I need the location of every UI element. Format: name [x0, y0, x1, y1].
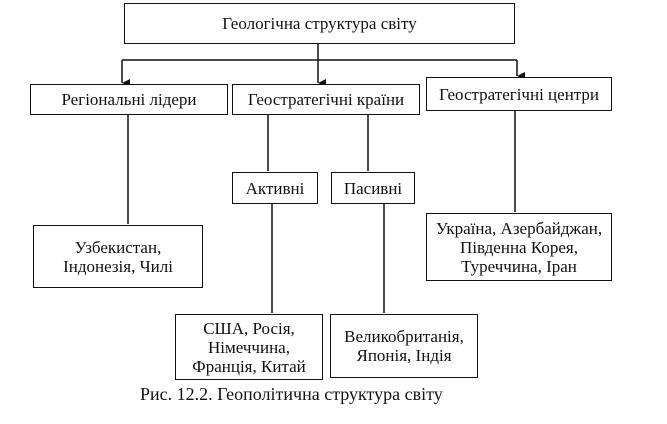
geostrategic-centers-box: Геостратегічні центри	[426, 77, 612, 111]
passive-box: Пасивні	[331, 172, 415, 204]
root-label: Геологічна структура світу	[222, 14, 417, 33]
list-item: Індонезія, Чилі	[63, 256, 173, 276]
root-box: Геологічна структура світу	[124, 3, 515, 44]
regional-leaders-box: Регіональні лідери	[30, 84, 228, 115]
active-box: Активні	[232, 172, 318, 204]
regional-leaders-label: Регіональні лідери	[61, 90, 197, 109]
geostrategic-centers-label: Геостратегічні центри	[438, 84, 600, 104]
list-item: Південна Корея,	[460, 237, 578, 257]
active-label: Активні	[245, 178, 305, 198]
list-item: США, Росія,	[203, 318, 295, 338]
list-item: Німеччина,	[208, 337, 290, 357]
geostrategic-centers-list: Україна, Азербайджан, Південна Корея, Ту…	[426, 213, 612, 281]
passive-countries-list: Великобританія, Японія, Індія	[330, 314, 478, 378]
list-item: Україна, Азербайджан,	[435, 218, 603, 238]
regional-leaders-list: Узбекистан, Індонезія, Чилі	[33, 225, 203, 288]
active-countries-list: США, Росія, Німеччина, Франція, Китай	[175, 314, 323, 380]
geostrategic-countries-box: Геостратегічні країни	[232, 84, 420, 115]
figure-caption: Рис. 12.2. Геополітична структура світу	[140, 384, 443, 404]
geostrategic-countries-label: Геостратегічні країни	[247, 90, 405, 109]
list-item: Японія, Індія	[356, 346, 452, 365]
list-item: Узбекистан,	[74, 237, 162, 257]
list-item: Великобританія,	[344, 327, 464, 346]
list-item: Франція, Китай	[192, 356, 306, 376]
list-item: Туреччина, Іран	[461, 256, 577, 276]
passive-label: Пасивні	[343, 178, 403, 198]
